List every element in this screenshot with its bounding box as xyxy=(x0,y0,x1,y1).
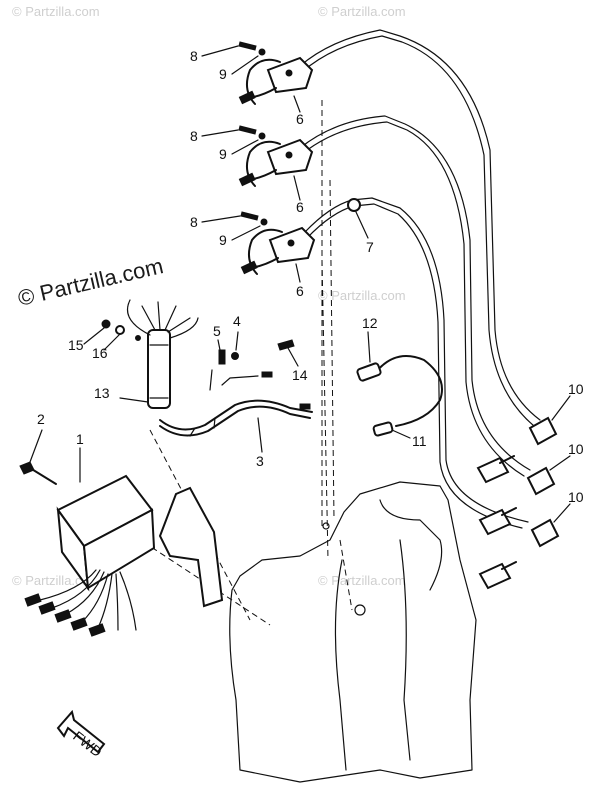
callout-11: 11 xyxy=(412,433,427,449)
callout-6: 6 xyxy=(296,283,304,299)
callout-1: 1 xyxy=(76,431,84,447)
cdi-unit[interactable] xyxy=(24,474,156,637)
callout-9: 9 xyxy=(219,146,227,162)
callout-2: 2 xyxy=(37,411,45,427)
callout-12: 12 xyxy=(362,315,378,331)
charge-coil-assembly[interactable] xyxy=(126,299,199,409)
ignition-coil-middle[interactable] xyxy=(238,138,314,187)
small-fasteners[interactable] xyxy=(101,319,295,365)
watermark-faint: © Partzilla.com xyxy=(318,288,406,303)
wire-harness[interactable] xyxy=(159,369,313,437)
callout-6: 6 xyxy=(296,111,304,127)
coil-screws-and-washers[interactable] xyxy=(238,41,268,226)
watermark-faint: © Partzilla.com xyxy=(318,4,406,19)
fwd-label: FWD xyxy=(70,728,105,760)
callout-10: 10 xyxy=(568,381,584,397)
watermark-faint: © Partzilla.com xyxy=(12,573,100,588)
callout-5: 5 xyxy=(213,323,221,339)
callout-3: 3 xyxy=(256,453,264,469)
leader-lines xyxy=(29,45,571,523)
callout-9: 9 xyxy=(219,232,227,248)
high-tension-leads xyxy=(299,29,541,529)
callout-14: 14 xyxy=(292,367,308,383)
engine-block xyxy=(229,481,477,783)
stop-switch-lead[interactable] xyxy=(356,355,443,437)
callout-10: 10 xyxy=(568,441,584,457)
callout-7: 7 xyxy=(366,239,374,255)
cdi-mounting-bolt[interactable] xyxy=(19,461,57,485)
watermark-faint: © Partzilla.com xyxy=(318,573,406,588)
callout-8: 8 xyxy=(190,214,198,230)
callout-8: 8 xyxy=(190,48,198,64)
watermark-faint: © Partzilla.com xyxy=(12,4,100,19)
forward-arrow: FWD xyxy=(56,709,106,760)
watermark-main: © Partzilla.com xyxy=(16,253,166,311)
callout-15: 15 xyxy=(68,337,84,353)
callout-9: 9 xyxy=(219,66,227,82)
ignition-coil-bottom[interactable] xyxy=(240,226,316,275)
callout-6: 6 xyxy=(296,199,304,215)
callout-10: 10 xyxy=(568,489,584,505)
mounting-bracket xyxy=(158,486,224,608)
spark-plug-caps[interactable] xyxy=(526,416,560,548)
callout-13: 13 xyxy=(94,385,110,401)
ignition-coil-top[interactable] xyxy=(238,56,314,105)
faint-watermarks: © Partzilla.com © Partzilla.com © Partzi… xyxy=(12,4,406,588)
callout-16: 16 xyxy=(92,345,108,361)
callout-numbers: 8 9 6 8 9 6 8 9 6 7 15 16 5 4 14 12 13 3… xyxy=(37,48,584,505)
callout-8: 8 xyxy=(190,128,198,144)
callout-4: 4 xyxy=(233,313,241,329)
spark-plugs[interactable] xyxy=(476,455,517,590)
lead-grommet[interactable] xyxy=(347,198,361,212)
